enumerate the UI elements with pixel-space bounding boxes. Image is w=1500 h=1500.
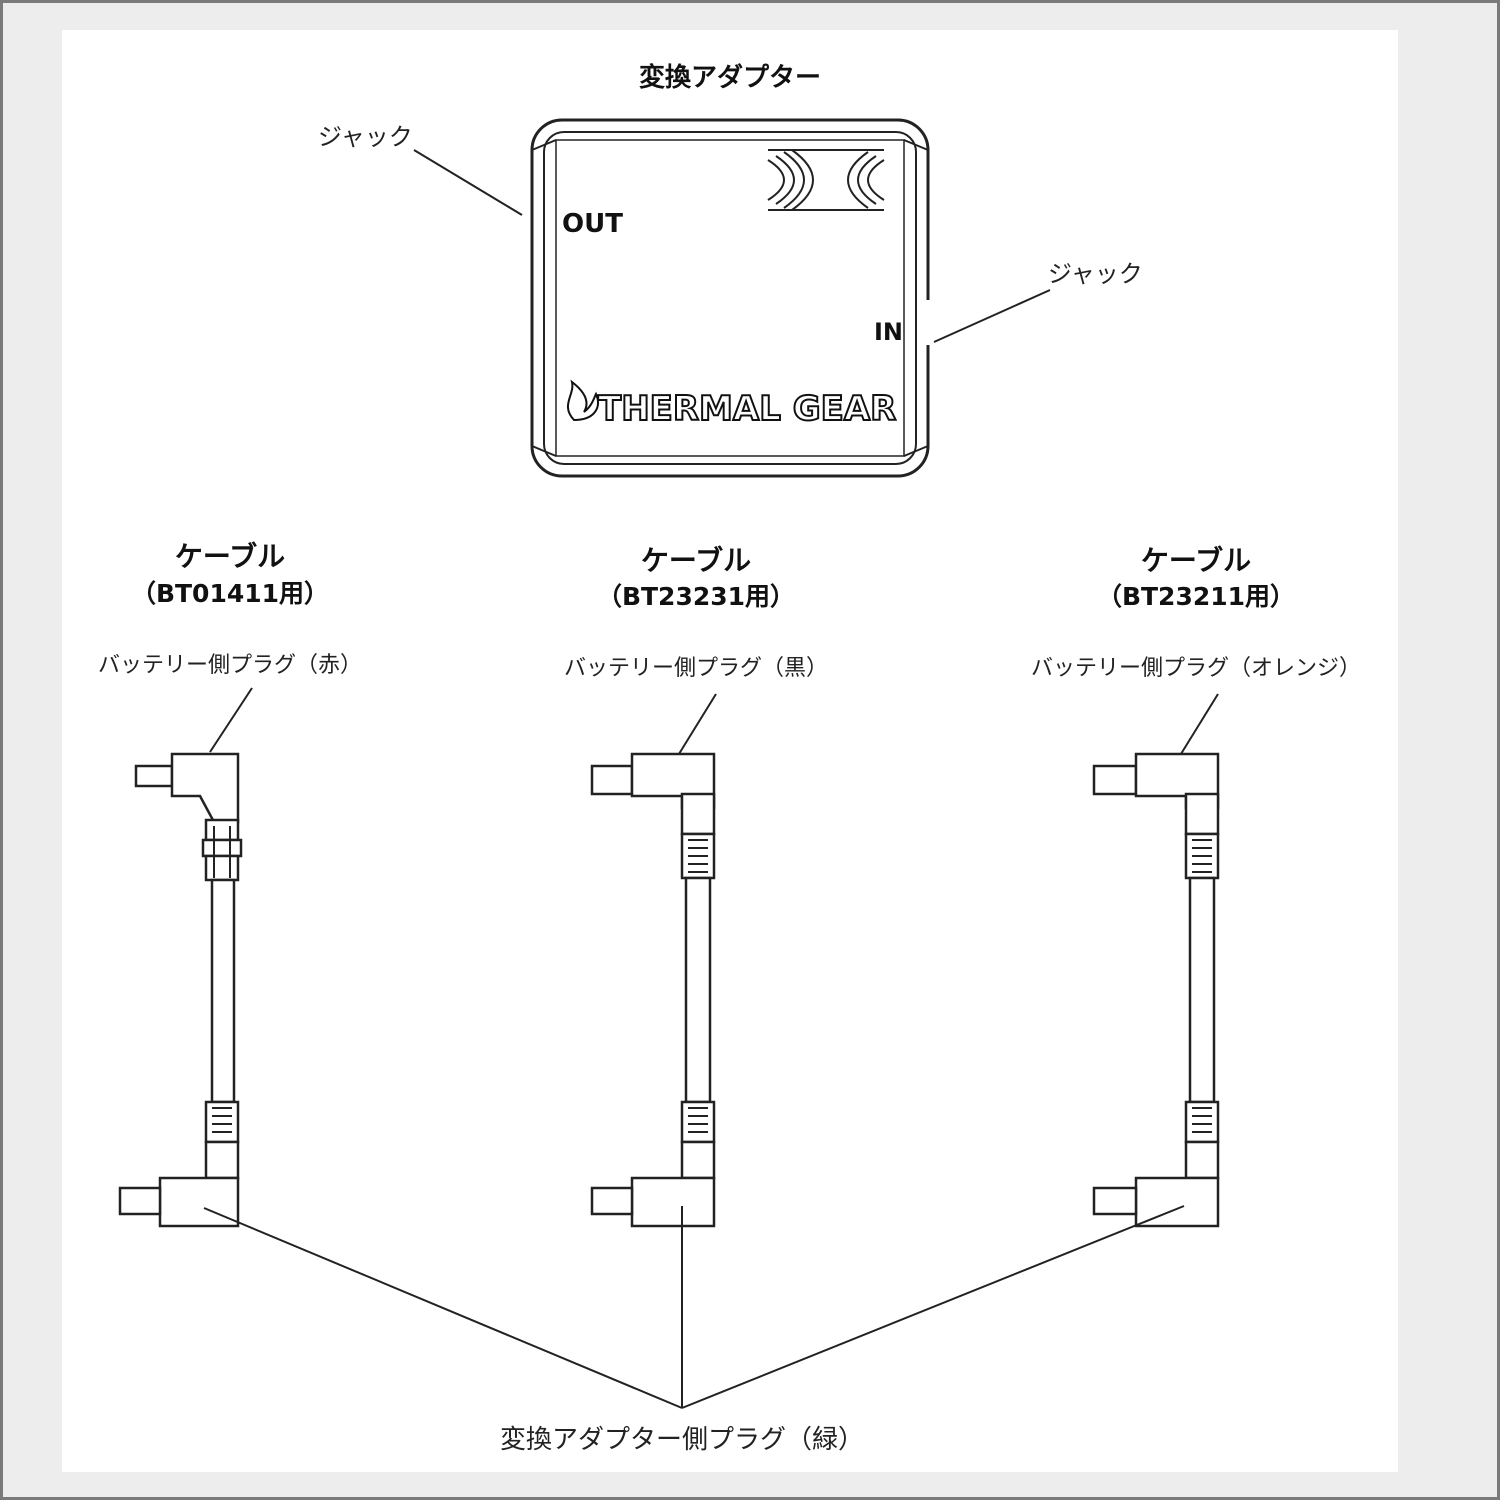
cable-2-model: （BT23231用） [597, 582, 795, 611]
adapter-plug-leaders [203, 1205, 1185, 1409]
cable-1-title: ケーブル [175, 540, 285, 573]
cable-1-battery-plug [134, 752, 243, 882]
cable-3-wire [1188, 876, 1216, 1104]
jack-left-leader [413, 149, 523, 216]
adapter-plug-label: 変換アダプター側プラグ（緑） [500, 1425, 864, 1455]
out-label: OUT [562, 209, 623, 239]
cable-3-adapter-plug [1092, 1100, 1220, 1228]
cable-3-model: （BT23211用） [1097, 582, 1295, 611]
cable-1-wire [210, 878, 236, 1104]
cable-3-battery-plug [1092, 752, 1220, 880]
cable-2-wire [684, 876, 712, 1104]
cable-2-plug-leader [673, 693, 717, 763]
cable-2-adapter-plug [590, 1100, 716, 1228]
jack-right-label: ジャック [1048, 260, 1143, 288]
in-label: IN [874, 318, 903, 346]
cable-3-title: ケーブル [1141, 544, 1251, 577]
jack-right-leader [933, 289, 1051, 343]
cable-2-battery-plug [590, 752, 716, 880]
cable-1-plug-leader [209, 687, 253, 753]
jack-left-label: ジャック [318, 123, 413, 151]
dc-logo-icon [767, 149, 885, 211]
cable-3-plug-leader [1175, 693, 1219, 763]
cable-1-model: （BT01411用） [131, 579, 329, 608]
adapter-title: 変換アダプター [639, 62, 821, 93]
cable-2-plug-label: バッテリー側プラグ（黒） [564, 656, 828, 681]
brand-logo: THERMAL GEAR [598, 389, 896, 429]
cable-1-plug-label: バッテリー側プラグ（赤） [98, 653, 362, 678]
cable-3-plug-label: バッテリー側プラグ（オレンジ） [1031, 656, 1361, 681]
flame-logo-icon [567, 379, 599, 422]
cable-2-title: ケーブル [641, 544, 751, 577]
cable-1-adapter-plug [118, 1100, 240, 1228]
